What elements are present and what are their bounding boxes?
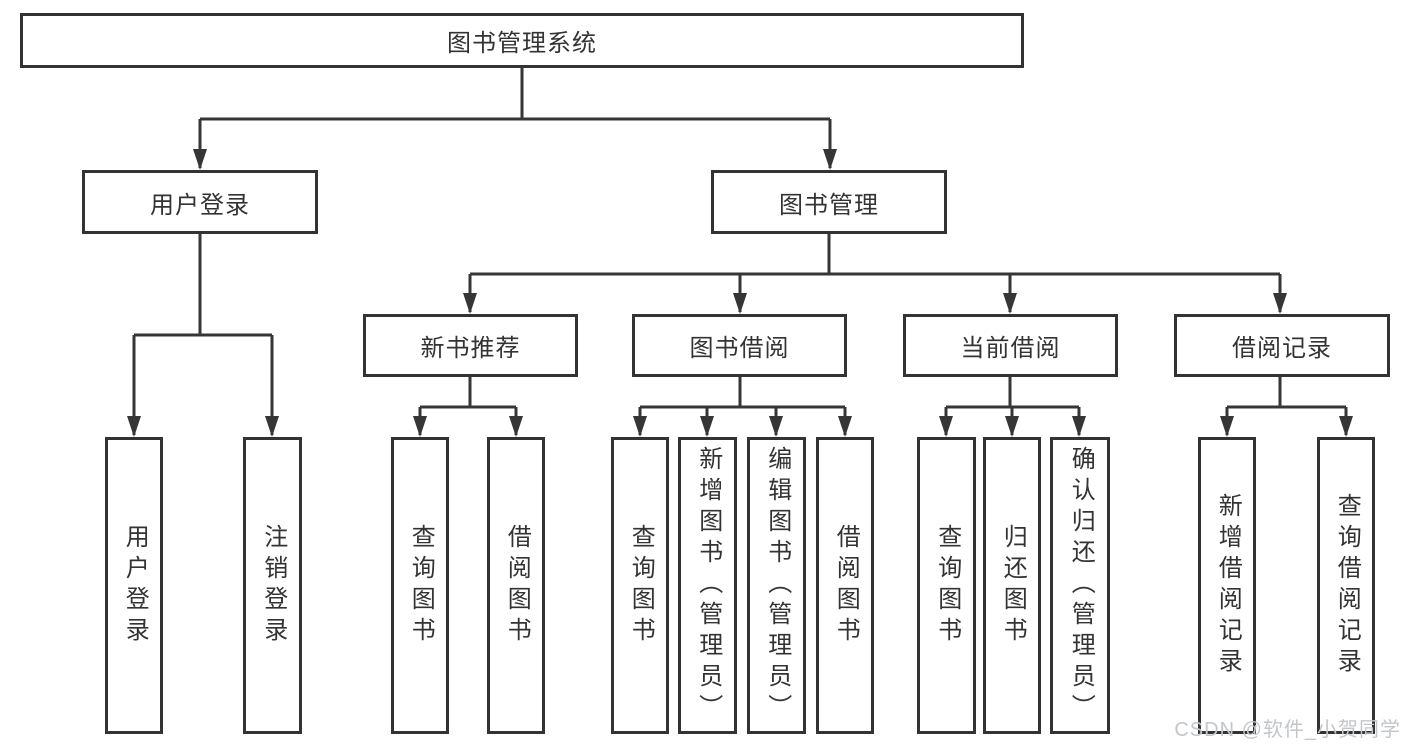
arrowhead (1339, 416, 1353, 437)
node-current-borrowing: 当前借阅 (903, 314, 1118, 377)
leaf-borrow-books: 借阅图书 (816, 437, 874, 734)
node-label: 编辑图书（管理员） (763, 446, 791, 725)
leaf-add-books-admin: 新增图书（管理员） (678, 437, 737, 734)
leaf-add-borrow-record: 新增借阅记录 (1198, 437, 1256, 734)
node-label: 借阅记录 (1232, 335, 1332, 362)
connector-book-management-children (468, 234, 1282, 312)
node-label: 用户登录 (150, 191, 250, 219)
leaf-logout-login: 注销登录 (243, 437, 302, 734)
leaf-return-books: 归还图书 (983, 437, 1041, 734)
node-label: 归还图书 (999, 523, 1027, 648)
node-library-management-system: 图书管理系统 (20, 13, 1024, 68)
arrowhead (509, 416, 523, 437)
node-label: 查询图书 (627, 523, 655, 648)
arrowhead (1005, 416, 1019, 437)
arrowhead (1220, 416, 1234, 437)
node-label: 用户登录 (121, 523, 149, 648)
leaf-query-books-current: 查询图书 (917, 437, 976, 734)
connector-borrow-records-children (1225, 377, 1348, 435)
csdn-watermark: CSDN @软件_小贺同学 (1174, 719, 1401, 741)
node-label: 新增图书（管理员） (694, 446, 722, 725)
leaf-user-login: 用户登录 (105, 437, 163, 734)
arrowhead (769, 416, 783, 437)
node-label: 查询图书 (407, 523, 435, 648)
node-label: 图书借阅 (689, 335, 790, 362)
node-book-borrowing: 图书借阅 (632, 314, 847, 377)
arrowhead (193, 149, 207, 170)
connector-book-borrowing-children (638, 377, 847, 435)
leaf-edit-books-admin: 编辑图书（管理员） (747, 437, 806, 734)
node-label: 注销登录 (259, 523, 287, 648)
leaf-query-books-recommend: 查询图书 (391, 437, 449, 734)
node-label: 新增借阅记录 (1214, 492, 1242, 679)
arrowhead (633, 416, 647, 437)
leaf-borrow-books-recommend: 借阅图书 (487, 437, 545, 734)
arrowhead (1273, 293, 1287, 314)
arrowhead (127, 416, 141, 437)
arrowhead (823, 149, 837, 170)
arrowhead (265, 416, 279, 437)
arrowhead (838, 416, 852, 437)
node-label: 图书管理 (779, 191, 879, 219)
node-label: 查询借阅记录 (1333, 492, 1361, 679)
leaf-query-borrow-record: 查询借阅记录 (1317, 437, 1375, 734)
connector-user-login-children (132, 234, 274, 435)
arrowhead (413, 416, 427, 437)
node-user-login: 用户登录 (82, 170, 318, 234)
connector-root-to-level2 (198, 68, 832, 168)
leaf-query-books-borrowing: 查询图书 (611, 437, 669, 734)
node-label: 借阅图书 (503, 523, 531, 648)
connector-new-book-children (418, 377, 518, 435)
arrowhead (463, 293, 477, 314)
node-label: 当前借阅 (960, 335, 1061, 362)
node-new-book-recommend: 新书推荐 (363, 314, 578, 377)
node-label: 新书推荐 (420, 335, 521, 362)
arrowhead (733, 293, 747, 314)
connector-current-borrowing-children (944, 377, 1081, 435)
arrowhead (1003, 293, 1017, 314)
arrowhead (700, 416, 714, 437)
node-label: 确认归还（管理员） (1067, 446, 1095, 725)
node-book-management: 图书管理 (711, 170, 947, 234)
node-label: 查询图书 (933, 523, 961, 648)
node-label: 借阅图书 (832, 523, 860, 648)
arrowhead (939, 416, 953, 437)
arrowhead (1072, 416, 1086, 437)
node-borrow-records: 借阅记录 (1174, 314, 1390, 377)
node-label: 图书管理系统 (447, 30, 597, 57)
leaf-confirm-return-admin: 确认归还（管理员） (1050, 437, 1110, 734)
